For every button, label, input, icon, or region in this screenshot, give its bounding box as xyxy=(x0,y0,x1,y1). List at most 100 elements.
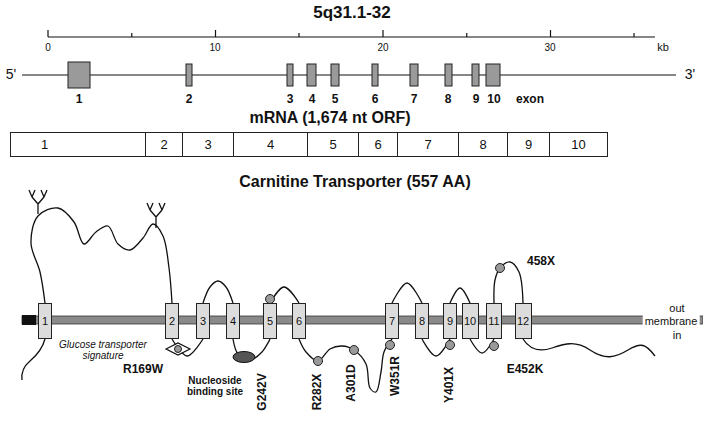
segment-number: 10 xyxy=(571,138,585,151)
helix-box: 1 xyxy=(38,303,52,339)
side-label: membrane xyxy=(643,315,700,327)
segment-number: 1 xyxy=(42,316,48,327)
mrna-segment: 9 xyxy=(507,132,550,157)
segment-number: 3 xyxy=(204,138,211,151)
scale-number: 10 xyxy=(209,42,220,53)
gene-line xyxy=(22,74,676,75)
mrna-segment: 1 xyxy=(10,132,146,157)
segment-number: 9 xyxy=(525,138,532,151)
peptide-loop xyxy=(450,288,470,303)
exon-number: 5 xyxy=(332,93,339,106)
exon-number: 8 xyxy=(445,93,452,106)
tick xyxy=(550,30,551,37)
mutation-label: E452K xyxy=(507,363,544,376)
mrna-segment: 7 xyxy=(397,132,459,157)
axis-label: exon xyxy=(516,93,544,106)
helix-box: 12 xyxy=(515,303,532,339)
segment-number: 12 xyxy=(517,316,529,327)
glycosylation-branch xyxy=(29,190,47,214)
n-terminus xyxy=(22,339,45,380)
scale-number: 0 xyxy=(45,42,51,53)
region-note: Glucose transporter signature xyxy=(53,339,153,361)
glycosylation-branch xyxy=(147,203,165,228)
exon-box xyxy=(486,64,500,86)
segment-number: 8 xyxy=(419,316,425,327)
exon-number: 10 xyxy=(487,93,500,106)
tick xyxy=(131,33,132,37)
peptide-loop xyxy=(392,283,422,303)
binding-diamond xyxy=(166,343,190,355)
mrna-segment: 10 xyxy=(549,132,608,157)
exon-number: 7 xyxy=(411,93,418,106)
tick xyxy=(47,30,48,37)
mrna-segment: 3 xyxy=(182,132,234,157)
mutation-label: R169W xyxy=(123,363,163,376)
tick xyxy=(215,30,216,37)
segment-number: 6 xyxy=(374,138,381,151)
exon-box xyxy=(307,64,316,86)
mrna-segment: 4 xyxy=(233,132,308,157)
helix-box: 11 xyxy=(486,303,502,339)
segment-number: 6 xyxy=(296,316,302,327)
mutation-label: R282X xyxy=(311,374,324,411)
helix-box: 4 xyxy=(226,303,240,339)
exon-box xyxy=(445,64,452,86)
c-terminus xyxy=(523,339,655,357)
region-note: Nucleoside binding site xyxy=(179,375,251,397)
helix-box: 8 xyxy=(415,303,429,339)
section-heading: Carnitine Transporter (557 AA) xyxy=(239,173,470,191)
segment-number: 2 xyxy=(160,138,167,151)
segment-number: 1 xyxy=(41,138,48,151)
mutation-label: Y401X xyxy=(443,367,456,403)
mrna-segment: 8 xyxy=(458,132,508,157)
mrna-segment: 2 xyxy=(145,132,183,157)
exon-number: 9 xyxy=(473,93,480,106)
mrna-segment: 5 xyxy=(307,132,359,157)
segment-number: 4 xyxy=(267,138,274,151)
side-label: out xyxy=(669,302,684,314)
segment-number: 5 xyxy=(267,316,273,327)
segment-number: 7 xyxy=(424,138,431,151)
mutation-dot xyxy=(314,357,323,366)
scale-bar xyxy=(48,36,655,37)
helix-box: 9 xyxy=(443,303,457,339)
segment-number: 11 xyxy=(488,316,499,327)
exon-box xyxy=(410,64,418,86)
peptide-loop xyxy=(203,281,233,303)
exon-box xyxy=(287,64,293,86)
mutation-label: G242V xyxy=(256,373,269,410)
section-heading: mRNA (1,674 nt ORF) xyxy=(249,109,410,127)
helix-box: 2 xyxy=(165,303,179,339)
binding-site-ellipse xyxy=(233,352,255,363)
peptide-loop xyxy=(31,208,172,303)
mutation-dot xyxy=(490,342,499,351)
scale-number: 20 xyxy=(377,42,388,53)
strand-end: 3' xyxy=(685,67,695,82)
scale-number: 30 xyxy=(544,42,555,53)
mutation-label: W351R xyxy=(389,356,402,396)
helix-box: 5 xyxy=(263,303,277,339)
title: 5q31.1-32 xyxy=(313,4,391,23)
mutation-dot xyxy=(350,346,359,355)
mutation-label: A301D xyxy=(345,364,358,401)
helix-box: 3 xyxy=(196,303,210,339)
segment-number: 2 xyxy=(169,316,175,327)
exon-box xyxy=(372,64,378,86)
mrna-segment: 6 xyxy=(358,132,398,157)
mutation-dot xyxy=(496,264,505,273)
membrane-band xyxy=(22,315,36,325)
exon-box xyxy=(472,64,479,86)
exon-number: 4 xyxy=(309,93,316,106)
segment-number: 10 xyxy=(464,316,476,327)
segment-number: 5 xyxy=(329,138,336,151)
segment-number: 8 xyxy=(479,138,486,151)
exon-box xyxy=(68,62,90,88)
tick xyxy=(382,30,383,37)
tick xyxy=(298,33,299,37)
exon-box xyxy=(331,64,339,86)
segment-number: 9 xyxy=(447,316,453,327)
mutation-dot xyxy=(446,341,455,350)
exon-number: 2 xyxy=(186,93,193,106)
side-label: in xyxy=(673,329,682,341)
